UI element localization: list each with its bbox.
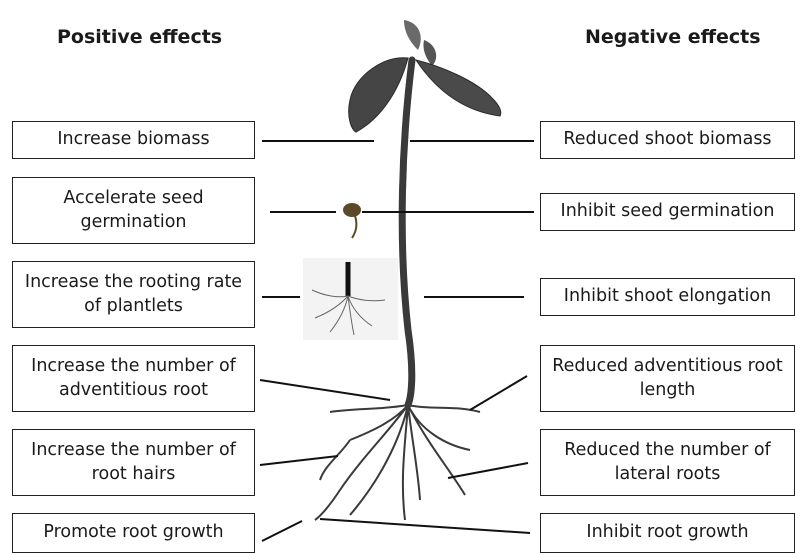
connector-line: [262, 521, 302, 541]
connector-line: [260, 456, 338, 465]
seed-radicle: [352, 216, 356, 238]
right-leaf: [416, 60, 501, 116]
root-system: [315, 405, 480, 520]
plant-stem: [402, 60, 412, 405]
connector-line: [260, 380, 390, 400]
connector-line: [470, 376, 527, 410]
top-bud: [404, 20, 421, 50]
connector-line: [448, 463, 528, 478]
left-leaf: [349, 58, 408, 132]
germinating-seed: [343, 203, 361, 217]
connector-line: [320, 519, 530, 533]
